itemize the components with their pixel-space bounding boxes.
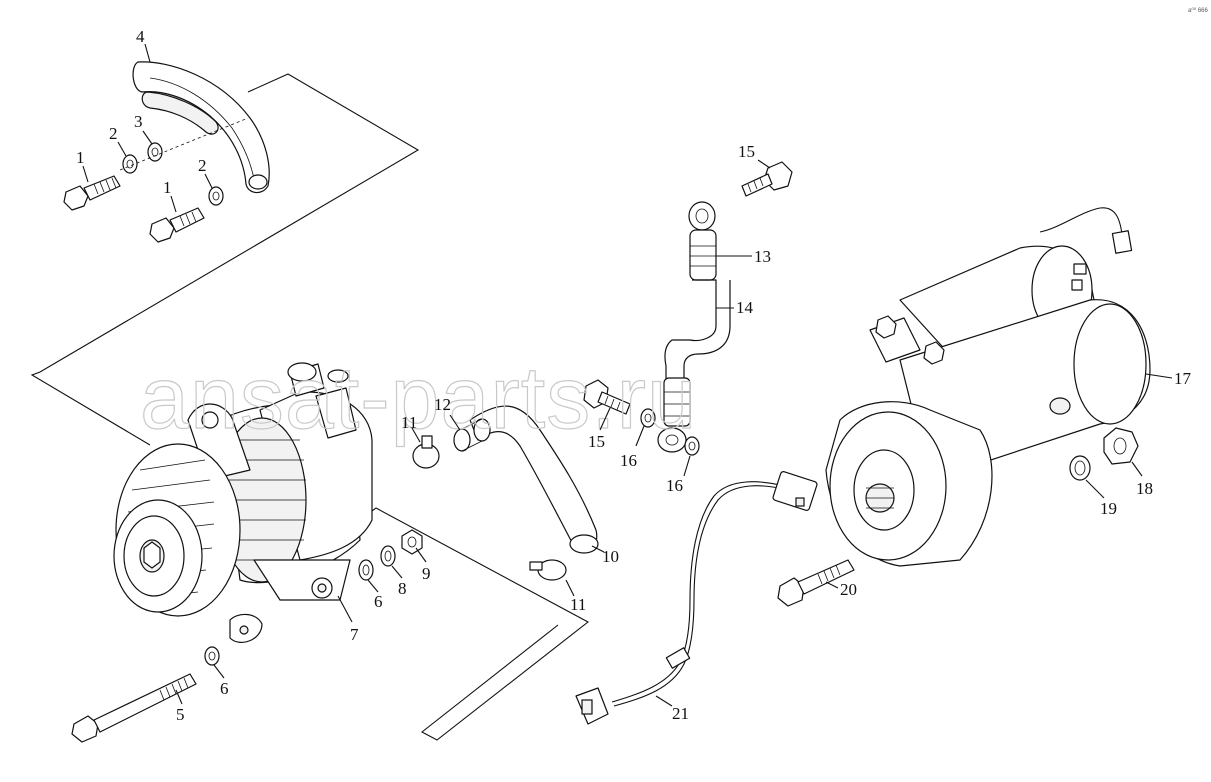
callout-15-lower: 15 (588, 432, 605, 451)
nut-18 (1103, 427, 1139, 465)
corner-mark: a⁰⁰ 666 (1188, 7, 1208, 14)
spring-washer-19 (1069, 455, 1091, 481)
washer-6-upper (358, 559, 374, 581)
callout-11-upper: 11 (401, 413, 417, 432)
callout-2-lower: 2 (198, 156, 207, 175)
assembly-plane-lower (331, 507, 590, 741)
callout-13: 13 (754, 247, 771, 266)
callout-17: 17 (1174, 369, 1192, 388)
callout-10: 10 (602, 547, 619, 566)
hose-clamp-11-upper (412, 435, 440, 469)
alternator (113, 362, 373, 643)
callout-7: 7 (350, 625, 359, 644)
callout-6-upper: 6 (374, 592, 383, 611)
callout-16-b: 16 (666, 476, 683, 495)
callout-2-upper: 2 (109, 124, 118, 143)
callout-16-a: 16 (620, 451, 637, 470)
bolt-20 (777, 559, 855, 607)
sleeve-12 (453, 418, 491, 452)
assembly-plane-upper (30, 73, 420, 446)
callout-18: 18 (1136, 479, 1153, 498)
banjo-bolt-15-upper (741, 161, 793, 197)
bolt-1-upper (63, 175, 121, 211)
oil-feed-pipe (657, 201, 731, 453)
callout-15-upper: 15 (738, 142, 755, 161)
washer-2-upper (122, 154, 138, 174)
washer-6-lower (204, 646, 220, 666)
washer-2-lower (208, 186, 224, 206)
callout-14: 14 (736, 298, 754, 317)
callout-5: 5 (176, 705, 185, 724)
spring-washer-8 (380, 545, 396, 567)
callout-20: 20 (840, 580, 857, 599)
tension-bracket (132, 61, 270, 194)
callout-6-lower: 6 (220, 679, 229, 698)
callout-12: 12 (434, 395, 451, 414)
sealing-washer-16-a (640, 408, 656, 428)
nut-9 (401, 529, 423, 555)
callout-9: 9 (422, 564, 431, 583)
callout-1-upper: 1 (76, 148, 85, 167)
hose-clamp-11-lower (529, 559, 567, 581)
callout-1-lower: 1 (163, 178, 172, 197)
callout-11-lower: 11 (570, 595, 586, 614)
callout-21: 21 (672, 704, 689, 723)
callout-4: 4 (136, 27, 145, 46)
callouts: 4 3 2 2 1 1 15 15 13 14 12 11 11 16 16 1… (76, 27, 1192, 724)
callout-8: 8 (398, 579, 407, 598)
bolt-5 (71, 673, 197, 743)
bolt-1-lower (149, 207, 205, 243)
watermark: ansat-parts.ru (140, 348, 697, 447)
banjo-bolt-15-lower (583, 379, 631, 415)
callout-19: 19 (1100, 499, 1117, 518)
wiring-harness (575, 471, 818, 725)
starter-motor (825, 207, 1151, 567)
sealing-washer-16-b (684, 436, 700, 456)
washer-3 (147, 142, 163, 162)
callout-3: 3 (134, 112, 143, 131)
